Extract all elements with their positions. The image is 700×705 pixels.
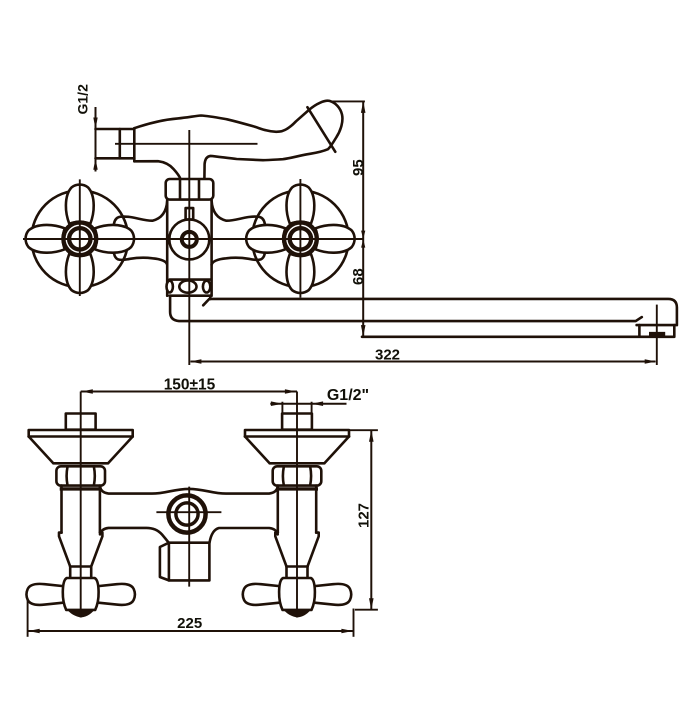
svg-text:G1/2: G1/2 [75, 84, 91, 115]
svg-text:225: 225 [177, 615, 202, 632]
svg-text:150±15: 150±15 [164, 377, 216, 394]
svg-text:G1/2": G1/2" [327, 387, 369, 404]
svg-text:95: 95 [350, 159, 367, 176]
svg-text:68: 68 [350, 268, 367, 285]
svg-text:322: 322 [375, 346, 400, 363]
svg-text:127: 127 [355, 503, 372, 528]
